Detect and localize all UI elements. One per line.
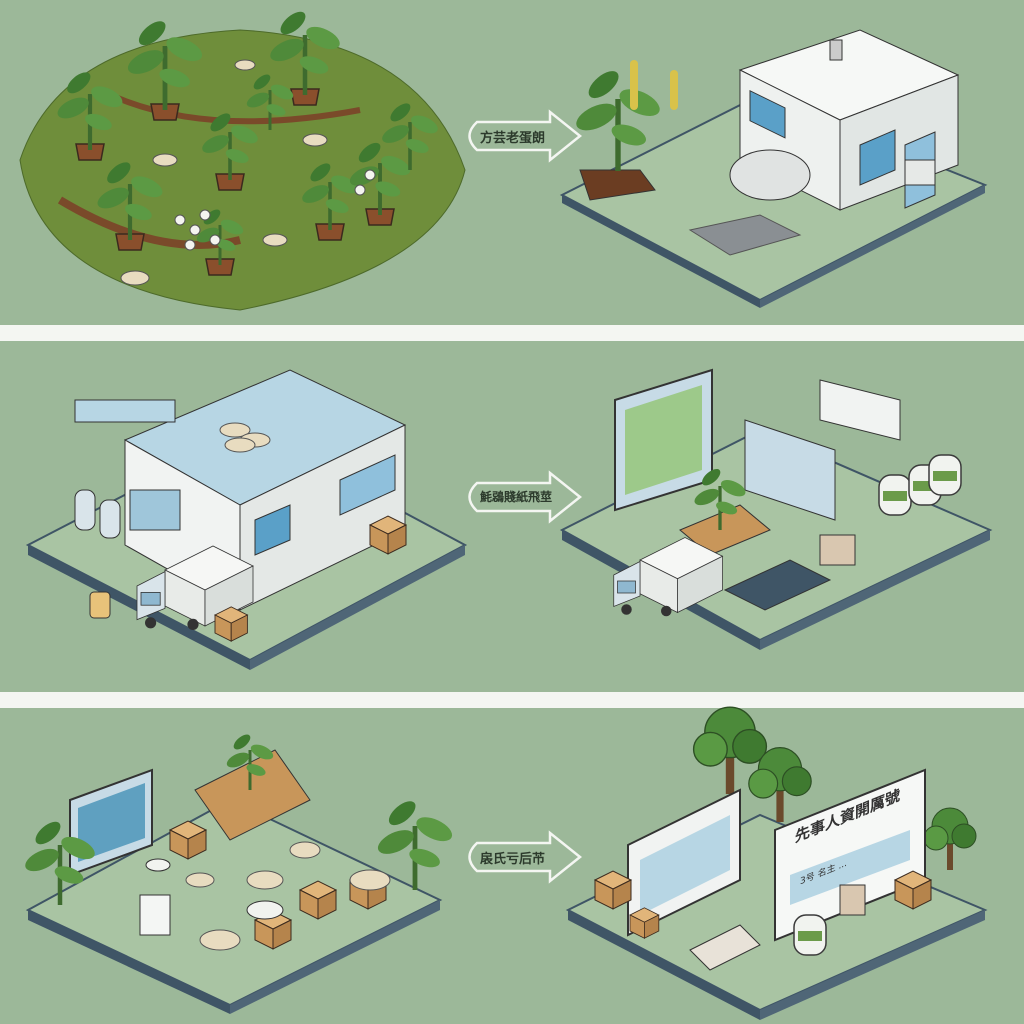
packaging-storage — [22, 730, 456, 1014]
cultivation-field — [19, 8, 466, 311]
arrow-label: 扆氏亏后芇 — [480, 852, 546, 867]
process-arrow-3: 扆氏亏后芇 — [466, 838, 586, 878]
manufacturing-facility — [25, 369, 468, 670]
process-arrow-2: 魹鵋賤紙飛莖 — [466, 478, 586, 518]
arrow-label: 方芸老蛋朗 — [480, 131, 546, 146]
retail-store — [565, 706, 988, 1020]
distribution-center — [559, 368, 993, 650]
separator — [0, 692, 1024, 708]
process-arrow-1: 方芸老蛋朗 — [466, 117, 586, 157]
processing-facility — [559, 29, 988, 308]
arrow-shapes — [468, 109, 583, 884]
arrow-label: 魹鵋賤紙飛莖 — [480, 490, 553, 504]
separator — [0, 325, 1024, 341]
